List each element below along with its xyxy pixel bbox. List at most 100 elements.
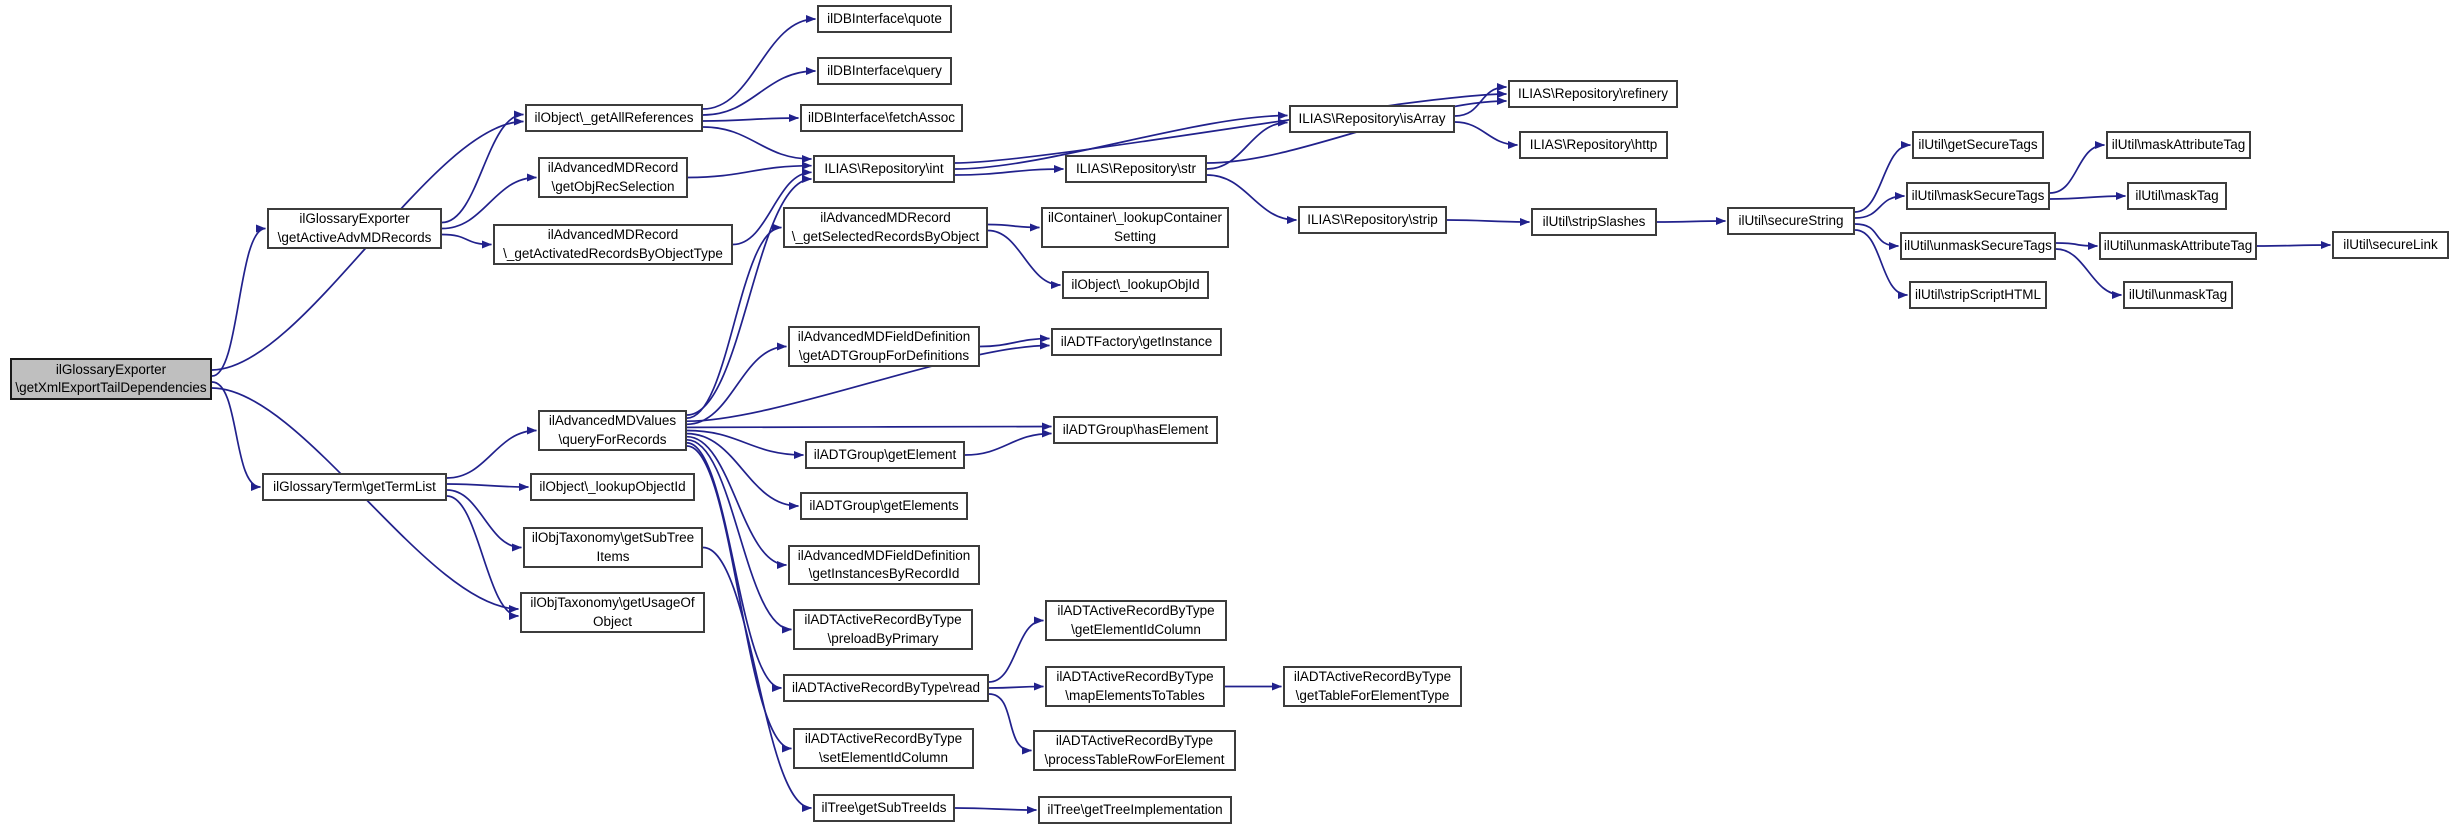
graph-node-queryForRecords[interactable]: ilAdvancedMDValues \queryForRecords <box>538 410 687 451</box>
graph-node-getObjRecSelection[interactable]: ilAdvancedMDRecord\getObjRecSelection <box>538 157 688 198</box>
graph-node-label: Object <box>592 613 633 629</box>
graph-node-maskSecureTags[interactable]: ilUtil\maskSecureTags <box>1906 182 2050 210</box>
call-edge-secureString-to-getSecureTags <box>1854 141 1911 213</box>
graph-node-label: ilUtil\getSecureTags <box>1918 136 2038 152</box>
call-edge-getSelectedRecordsByObject-to-lookupObjId <box>987 229 1061 289</box>
call-edge-isArray-to-refinery <box>1454 83 1507 117</box>
graph-node-label: ilADTActiveRecordByType <box>804 612 962 627</box>
graph-node-label: ilUtil\unmaskSecureTags <box>1904 237 2052 253</box>
graph-node-label: \mapElementsToTables <box>1065 687 1205 703</box>
graph-node-hasElement[interactable]: ilADTGroup\hasElement <box>1053 416 1218 444</box>
call-edge-getElement-to-hasElement <box>964 429 1052 456</box>
graph-node-getInstance[interactable]: ilADTFactory\getInstance <box>1051 328 1222 356</box>
call-edge-queryForRecords-to-getElements <box>686 432 799 510</box>
call-edge-maskSecureTags-to-maskAttributeTag <box>2049 141 2105 194</box>
graph-node-label: ilADTGroup\getElements <box>809 497 959 513</box>
graph-node-stripSlashes[interactable]: ilUtil\stripSlashes <box>1531 208 1657 236</box>
call-edge-queryForRecords-to-getElement <box>686 429 804 459</box>
call-edge-getADTGroupForDefinitions-to-getInstance <box>979 334 1050 348</box>
graph-node-getElementIdColumn[interactable]: ilADTActiveRecordByType\getElementIdColu… <box>1045 600 1227 641</box>
graph-node-getSecureTags[interactable]: ilUtil\getSecureTags <box>1912 131 2044 159</box>
graph-node-int[interactable]: ILIAS\Repository\int <box>813 155 955 183</box>
graph-node-getADTGroupForDefinitions[interactable]: ilAdvancedMDFieldDefinition\getADTGroupF… <box>788 326 980 367</box>
graph-node-strip[interactable]: ILIAS\Repository\strip <box>1298 206 1447 234</box>
graph-node-getSelectedRecordsByObject[interactable]: ilAdvancedMDRecord\_getSelectedRecordsBy… <box>783 207 988 248</box>
graph-node-getElements[interactable]: ilADTGroup\getElements <box>800 492 968 520</box>
graph-node-unmaskTag[interactable]: ilUtil\unmaskTag <box>2123 281 2233 309</box>
graph-node-getActivatedRecordsByObjectType[interactable]: ilAdvancedMDRecord\_getActivatedRecordsB… <box>493 224 733 265</box>
graph-node-label: ilADTActiveRecordByType\read <box>791 679 981 695</box>
graph-node-label: \getTableForElementType <box>1295 687 1450 703</box>
graph-node-secureLink[interactable]: ilUtil\secureLink <box>2332 231 2449 259</box>
graph-node-refinery[interactable]: ILIAS\Repository\refinery <box>1508 80 1678 108</box>
call-edge-unmaskSecureTags-to-unmaskTag <box>2055 248 2122 299</box>
graph-node-maskTag[interactable]: ilUtil\maskTag <box>2127 182 2227 210</box>
graph-node-label: ilDBInterface\fetchAssoc <box>807 109 956 125</box>
call-edge-int-to-str <box>954 165 1064 176</box>
call-edge-maskSecureTags-to-maskTag <box>2049 192 2126 201</box>
graph-node-label: \getInstancesByRecordId <box>808 566 960 581</box>
graph-node-label: Setting <box>1113 228 1157 244</box>
graph-node-read[interactable]: ilADTActiveRecordByType\read <box>783 674 989 702</box>
graph-node-label: ilADTActiveRecordByType <box>804 731 963 746</box>
graph-node-label: ilUtil\stripScriptHTML <box>1914 286 2041 302</box>
graph-node-label: ilUtil\stripSlashes <box>1542 213 1646 229</box>
graph-node-label: ILIAS\Repository\int <box>824 160 944 176</box>
graph-node-str[interactable]: ILIAS\Repository\str <box>1065 155 1207 183</box>
call-edge-queryForRecords-to-getInstance <box>686 341 1050 423</box>
graph-node-getAllReferences[interactable]: ilObject\_getAllReferences <box>525 104 703 132</box>
graph-node-label: ILIAS\Repository\refinery <box>1517 85 1669 101</box>
graph-node-secureString[interactable]: ilUtil\secureString <box>1727 207 1855 235</box>
graph-node-getSubTreeIds[interactable]: ilTree\getSubTreeIds <box>813 794 955 822</box>
graph-node-label: ilObjTaxonomy\getSubTree <box>531 530 695 545</box>
graph-node-label: ilADTGroup\getElement <box>813 446 957 462</box>
graph-node-label: ilADTActiveRecordByType <box>1055 733 1214 748</box>
graph-node-setElementIdColumn[interactable]: ilADTActiveRecordByType \setElementIdColu… <box>793 728 974 769</box>
call-edge-getActiveAdvMDRecords-to-getActivatedRecordsByObjectType <box>441 233 492 249</box>
graph-node-query[interactable]: ilDBInterface\query <box>817 57 952 85</box>
graph-node-getTermList[interactable]: ilGlossaryTerm\getTermList <box>262 473 447 501</box>
graph-node-label: ilObject\_lookupObjId <box>1071 276 1200 292</box>
graph-node-lookupObjId[interactable]: ilObject\_lookupObjId <box>1062 271 1209 299</box>
call-edge-queryForRecords-to-hasElement <box>686 422 1052 431</box>
graph-node-unmaskSecureTags[interactable]: ilUtil\unmaskSecureTags <box>1900 232 2056 260</box>
graph-node-getInstancesByRecordId[interactable]: ilAdvancedMDFieldDefinition\getInstances… <box>788 545 980 585</box>
graph-node-label: \setElementIdColumn <box>818 749 949 765</box>
call-edge-int-to-refinery <box>954 90 1507 164</box>
graph-node-label: \preloadByPrimary <box>827 630 939 646</box>
graph-node-getTableForElementType[interactable]: ilADTActiveRecordByType\getTableForEleme… <box>1283 666 1462 707</box>
graph-node-processTableRowForElement[interactable]: ilADTActiveRecordByType\processTableRowF… <box>1033 730 1236 771</box>
graph-node-label: ilAdvancedMDValues <box>548 413 677 428</box>
graph-node-fetchAssoc[interactable]: ilDBInterface\fetchAssoc <box>800 104 963 132</box>
graph-node-label: ILIAS\Repository\isArray <box>1298 110 1446 126</box>
graph-node-getActiveAdvMDRecords[interactable]: ilGlossaryExporter\getActiveAdvMDRecords <box>267 208 442 249</box>
graph-node-root[interactable]: ilGlossaryExporter\getXmlExportTailDepen… <box>10 358 212 400</box>
call-edge-getActiveAdvMDRecords-to-getObjRecSelection <box>441 173 537 230</box>
call-edge-queryForRecords-to-read <box>686 442 782 692</box>
graph-node-preloadByPrimary[interactable]: ilADTActiveRecordByType \preloadByPrimary <box>793 609 973 650</box>
graph-node-quote[interactable]: ilDBInterface\quote <box>817 5 952 33</box>
graph-node-unmaskAttributeTag[interactable]: ilUtil\unmaskAttributeTag <box>2099 232 2257 260</box>
graph-node-label: \queryForRecords <box>558 431 667 447</box>
call-edge-read-to-mapElementsToTables <box>988 682 1044 691</box>
graph-node-getTreeImplementation[interactable]: ilTree\getTreeImplementation <box>1038 796 1232 824</box>
graph-node-stripScriptHTML[interactable]: ilUtil\stripScriptHTML <box>1909 281 2047 309</box>
graph-node-http[interactable]: ILIAS\Repository\http <box>1519 131 1668 159</box>
call-edge-getTermList-to-getSubTreeItems <box>446 489 522 552</box>
graph-node-label: ilTree\getTreeImplementation <box>1047 801 1223 817</box>
graph-node-label: ilTree\getSubTreeIds <box>821 799 947 815</box>
graph-node-maskAttributeTag[interactable]: ilUtil\maskAttributeTag <box>2106 131 2251 159</box>
graph-node-label: ilContainer\_lookupContainer <box>1047 210 1223 225</box>
graph-node-getElement[interactable]: ilADTGroup\getElement <box>805 441 965 469</box>
graph-node-lookupObjectId[interactable]: ilObject\_lookupObjectId <box>530 473 695 501</box>
graph-node-isArray[interactable]: ILIAS\Repository\isArray <box>1289 105 1455 133</box>
graph-node-mapElementsToTables[interactable]: ilADTActiveRecordByType\mapElementsToTab… <box>1045 666 1225 707</box>
call-edge-getAllReferences-to-fetchAssoc <box>702 114 799 123</box>
graph-node-label: ilUtil\unmaskTag <box>2128 286 2228 302</box>
call-edge-queryForRecords-to-setElementIdColumn <box>686 445 792 753</box>
